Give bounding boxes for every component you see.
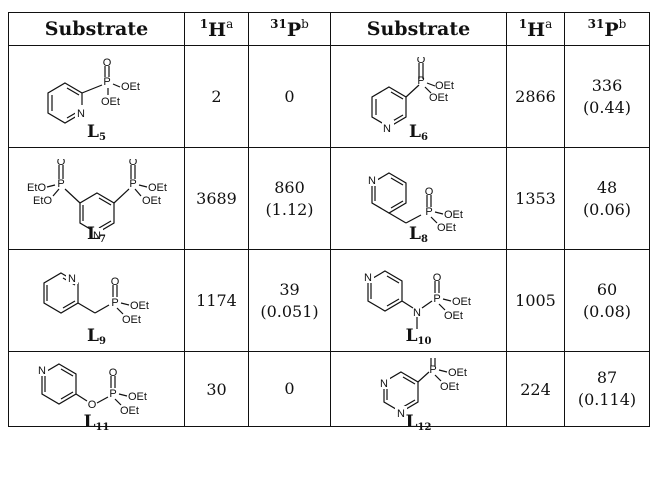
- table-row: N O P OEt OEt L9 1174 39(0.051): [8, 249, 650, 352]
- svg-text:EtO: EtO: [33, 195, 52, 207]
- svg-text:OEt: OEt: [101, 96, 120, 108]
- structure-l11: N O O P OEt OEt: [36, 363, 147, 417]
- svg-text:O: O: [111, 276, 120, 288]
- structure-cell-l11: N O O P OEt OEt L11: [8, 351, 185, 433]
- h-value: 224: [506, 351, 565, 427]
- header-substrate-right: Substrate: [330, 12, 507, 46]
- svg-text:OEt: OEt: [142, 195, 161, 207]
- svg-text:OEt: OEt: [444, 209, 463, 221]
- structure-cell-l10: N N O P OEt OEt L10: [330, 249, 507, 352]
- results-table: Substrate 1Ha 31Pb Substrate 1Ha 31Pb: [8, 12, 650, 433]
- svg-text:EtO: EtO: [27, 182, 46, 194]
- p-value: 48(0.06): [564, 147, 650, 250]
- p-value: 87(0.114): [564, 351, 650, 427]
- ligand-label: L6: [409, 122, 428, 143]
- header-1h-right: 1Ha: [506, 12, 565, 46]
- svg-text:N: N: [397, 408, 405, 420]
- svg-text:O: O: [425, 186, 434, 198]
- structure-l7: N O P EtO EtO O P OEt OEt: [27, 159, 167, 239]
- svg-text:OEt: OEt: [121, 81, 140, 93]
- svg-text:P: P: [433, 293, 440, 305]
- h-value: 3689: [184, 147, 249, 250]
- svg-text:P: P: [129, 178, 136, 190]
- header-1h-left: 1Ha: [184, 12, 249, 46]
- h-value: 30: [184, 351, 249, 427]
- svg-text:P: P: [109, 388, 116, 400]
- svg-text:OEt: OEt: [444, 310, 463, 322]
- svg-text:N: N: [68, 273, 76, 285]
- svg-text:N: N: [38, 365, 46, 377]
- ligand-label: L5: [87, 122, 106, 143]
- svg-text:N: N: [383, 123, 391, 135]
- p-value: 39(0.051): [248, 249, 331, 352]
- header-31p-left: 31Pb: [248, 12, 331, 46]
- ligand-label: L11: [83, 412, 110, 433]
- h-value: 1005: [506, 249, 565, 352]
- p-value: 336(0.44): [564, 45, 650, 148]
- svg-text:N: N: [368, 175, 376, 187]
- svg-text:N: N: [77, 108, 85, 120]
- p-value: 0: [248, 45, 331, 148]
- structure-cell-l12: N N P OEt OEt L12: [330, 351, 507, 433]
- p-value: 60(0.08): [564, 249, 650, 352]
- svg-text:OEt: OEt: [122, 314, 141, 326]
- table-row: N O O P OEt OEt L11 30 0: [8, 351, 650, 433]
- structure-l12: N N P OEt OEt: [378, 358, 467, 420]
- svg-text:O: O: [57, 159, 66, 168]
- svg-text:P: P: [103, 76, 110, 88]
- table-row: N O P EtO EtO O P OEt OEt L7 3689 860(1.…: [8, 147, 650, 250]
- ligand-label: L7: [87, 224, 106, 245]
- svg-text:O: O: [88, 399, 97, 411]
- table-row: N O P OEt OEt L5 2 0: [8, 45, 650, 148]
- svg-text:N: N: [364, 272, 372, 284]
- svg-text:P: P: [57, 178, 64, 190]
- svg-text:OEt: OEt: [452, 296, 471, 308]
- svg-text:O: O: [109, 367, 118, 379]
- h-value: 2: [184, 45, 249, 148]
- ligand-label: L12: [405, 412, 432, 433]
- svg-text:N: N: [93, 230, 101, 239]
- svg-text:OEt: OEt: [429, 92, 448, 104]
- svg-text:O: O: [129, 159, 138, 168]
- svg-text:O: O: [433, 272, 442, 284]
- h-value: 2866: [506, 45, 565, 148]
- structure-l10: N N O P OEt OEt: [362, 269, 471, 329]
- svg-text:OEt: OEt: [440, 381, 459, 393]
- h-value: 1353: [506, 147, 565, 250]
- svg-text:P: P: [425, 206, 432, 218]
- svg-text:OEt: OEt: [448, 367, 467, 379]
- structure-cell-l8: N O P OEt OEt L8: [330, 147, 507, 250]
- svg-text:P: P: [417, 75, 424, 87]
- structure-cell-l5: N O P OEt OEt L5: [8, 45, 185, 148]
- structure-l5: N O P OEt OEt: [47, 57, 140, 124]
- svg-text:OEt: OEt: [130, 300, 149, 312]
- svg-text:OEt: OEt: [120, 405, 139, 417]
- header-row: Substrate 1Ha 31Pb Substrate 1Ha 31Pb: [8, 12, 650, 46]
- p-value: 0: [248, 351, 331, 427]
- structure-l6: N O P OEt OEt: [371, 57, 454, 135]
- svg-text:P: P: [111, 297, 118, 309]
- header-31p-right: 31Pb: [564, 12, 650, 46]
- header-substrate-left: Substrate: [8, 12, 185, 46]
- structure-l8: N O P OEt OEt: [366, 171, 463, 234]
- svg-text:OEt: OEt: [128, 391, 147, 403]
- ligand-label: L8: [409, 224, 428, 245]
- svg-text:N: N: [413, 307, 421, 319]
- svg-text:OEt: OEt: [437, 222, 456, 234]
- ligand-label: L10: [405, 326, 432, 347]
- p-value: 860(1.12): [248, 147, 331, 250]
- h-value: 1174: [184, 249, 249, 352]
- svg-text:OEt: OEt: [435, 80, 454, 92]
- structure-cell-l9: N O P OEt OEt L9: [8, 249, 185, 352]
- svg-text:OEt: OEt: [148, 182, 167, 194]
- svg-text:O: O: [417, 57, 426, 66]
- ligand-label: L9: [87, 326, 106, 347]
- structure-cell-l7: N O P EtO EtO O P OEt OEt L7: [8, 147, 185, 250]
- svg-text:O: O: [103, 57, 112, 69]
- structure-l9: N O P OEt OEt: [43, 270, 149, 326]
- structure-cell-l6: N O P OEt OEt L6: [330, 45, 507, 148]
- svg-text:N: N: [380, 378, 388, 390]
- svg-text:P: P: [429, 364, 436, 376]
